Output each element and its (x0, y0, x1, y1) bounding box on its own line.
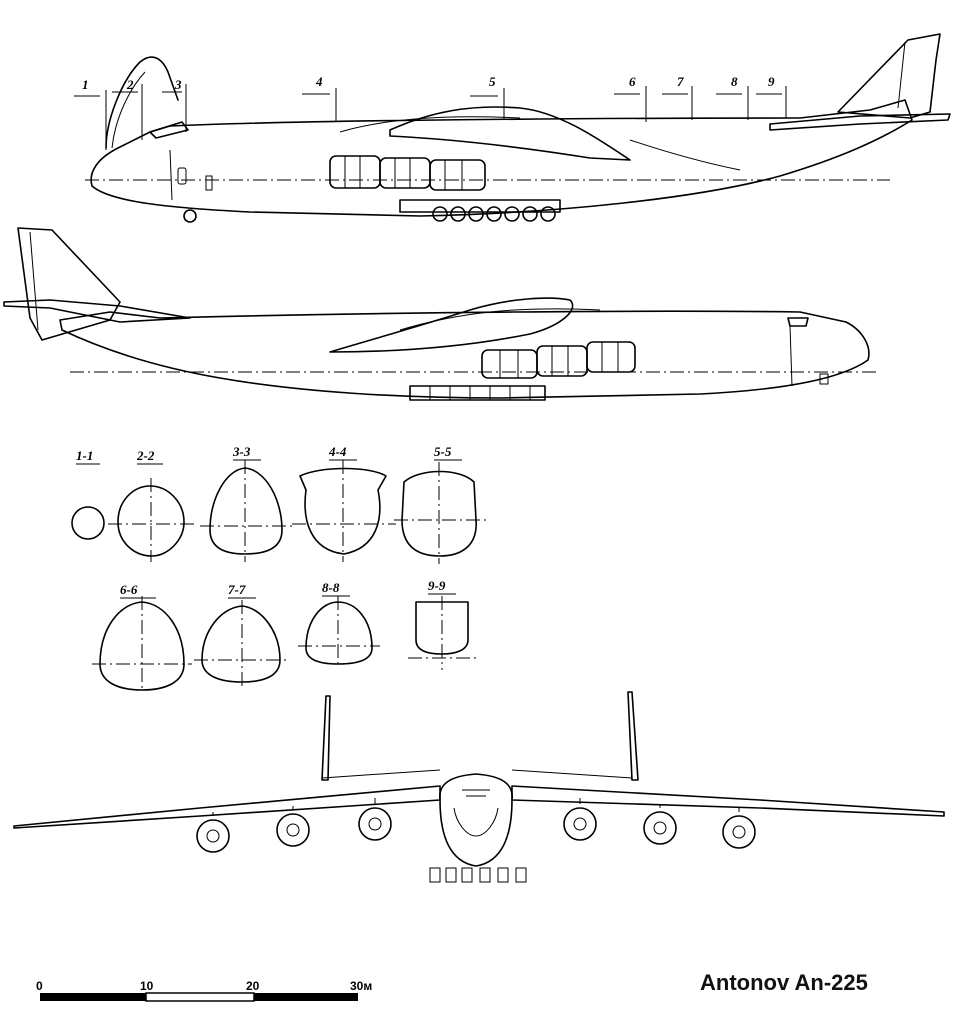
scale-tick-10: 10 (140, 979, 154, 993)
scale-tick-20: 20 (246, 979, 260, 993)
section-9-9: 9-9 (408, 578, 480, 670)
scale-tick-30: 30м (350, 979, 372, 993)
section-label: 1-1 (76, 448, 93, 463)
left-wing (13, 785, 441, 829)
right-wing (511, 785, 945, 817)
section-label: 6-6 (120, 582, 138, 597)
section-label: 8-8 (322, 580, 340, 595)
side-view-bottom (3, 227, 880, 401)
front-view (13, 691, 945, 883)
fuselage (439, 773, 513, 867)
station-label-4: 4 (315, 74, 323, 89)
station-label-5: 5 (489, 74, 496, 89)
section-label: 5-5 (434, 444, 452, 459)
left-fin (321, 695, 331, 781)
station-label-3: 3 (174, 77, 182, 92)
station-label-1: 1 (82, 77, 89, 92)
section-label: 2-2 (136, 448, 155, 463)
main-gear-wheels (432, 206, 556, 222)
station-label-2: 2 (126, 77, 134, 92)
section-label: 3-3 (232, 444, 251, 459)
station-label-7: 7 (677, 74, 684, 89)
cross-sections: 1-1 2-2 3-3 4-4 5-5 (71, 444, 486, 692)
station-label-9: 9 (768, 74, 775, 89)
drawing-title: Antonov An-225 (700, 970, 868, 995)
side-view-top: 1 2 3 4 5 6 7 8 9 (74, 33, 951, 223)
scale-tick-0: 0 (36, 979, 43, 993)
section-label: 9-9 (428, 578, 446, 593)
section-3-3: 3-3 (200, 444, 292, 562)
station-label-8: 8 (731, 74, 738, 89)
nose-gear (183, 209, 197, 223)
section-5-5: 5-5 (394, 444, 486, 564)
station-markers (74, 84, 787, 150)
section-8-8: 8-8 (298, 580, 380, 668)
scale-bar: 0 10 20 30м (36, 979, 372, 1002)
engines (196, 798, 756, 853)
section-label: 4-4 (328, 444, 347, 459)
section-6-6: 6-6 (92, 582, 192, 692)
section-4-4: 4-4 (292, 444, 396, 562)
section-1-1: 1-1 (71, 448, 105, 540)
section-label: 7-7 (228, 582, 246, 597)
section-2-2: 2-2 (108, 448, 194, 562)
section-7-7: 7-7 (194, 582, 290, 688)
station-label-6: 6 (629, 74, 636, 89)
right-fin (627, 691, 639, 781)
landing-gear (429, 867, 527, 883)
